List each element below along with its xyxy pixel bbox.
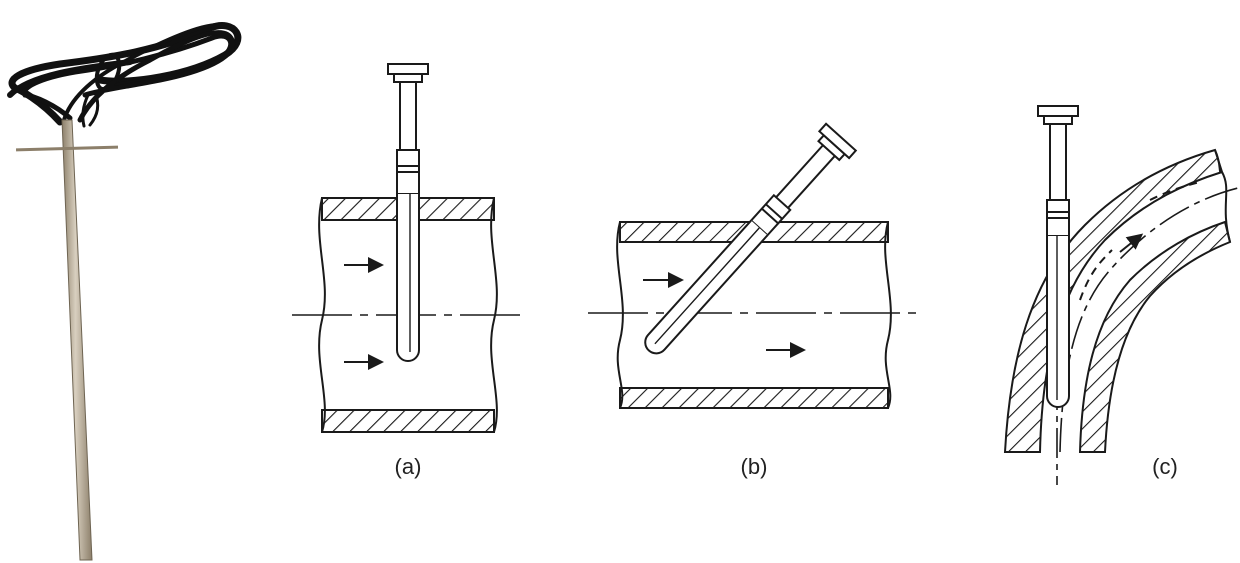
cable-coil-icon xyxy=(7,22,242,128)
panel-a-label: (a) xyxy=(395,454,422,479)
thermocouple-probe-photo xyxy=(7,22,242,561)
panel-c-label: (c) xyxy=(1152,454,1178,479)
panel-b-label: (b) xyxy=(741,454,768,479)
flow-arrow-icon xyxy=(1119,233,1144,253)
panel-c-diagram xyxy=(1003,105,1239,485)
panel-a-diagram xyxy=(292,63,524,433)
panel-b-diagram xyxy=(588,122,920,409)
